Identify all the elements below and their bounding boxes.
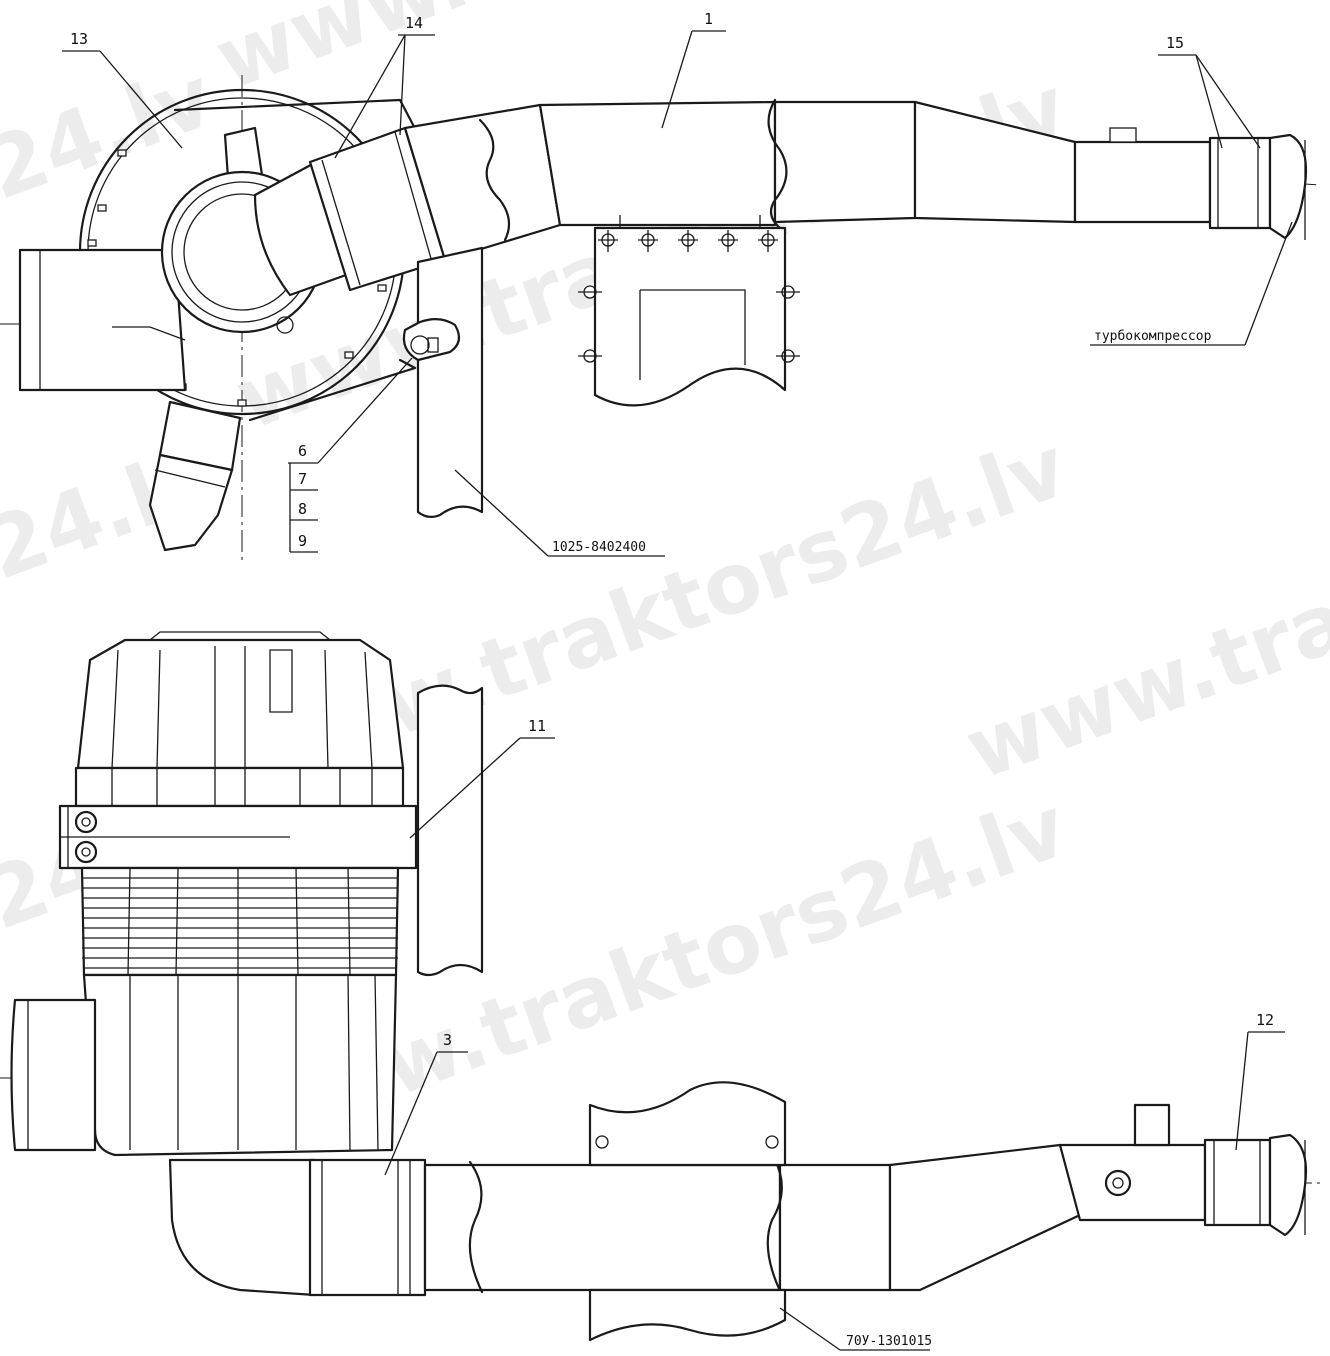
cover-top-cap: [148, 631, 332, 641]
pipe-nipple: [1133, 1103, 1171, 1147]
bolt-icon: [578, 230, 800, 363]
callout-9: 9: [298, 532, 307, 550]
sleeve-clamp-line: [394, 131, 433, 263]
pipe-end: [1073, 140, 1212, 224]
clamp-band: [58, 804, 418, 870]
mounting-bracket-side: [588, 1081, 787, 1342]
pipe-taper: [888, 1143, 1082, 1292]
bracket-plate: [593, 226, 787, 407]
rim-tab: [117, 149, 127, 157]
rim-tab: [237, 399, 247, 407]
part-number-bottom: 70У-1301015: [846, 1334, 932, 1349]
clamp-screw-icon: [74, 840, 98, 864]
callout-6: 6: [298, 442, 307, 460]
callout-8: 8: [298, 500, 307, 518]
cap-nozzle: [223, 126, 264, 180]
dust-valve-ring: [154, 469, 226, 488]
turbo-connection-side: [1203, 1133, 1308, 1237]
nut-icon: [427, 337, 439, 353]
pipe-segment: [773, 100, 917, 224]
callout-15: 15: [1166, 34, 1184, 52]
side-inlet: [10, 998, 97, 1152]
inlet-duct: [18, 248, 187, 392]
outlet-elbow-side: [168, 1158, 317, 1297]
dust-valve-nozzle: [148, 453, 234, 552]
callout-13: 13: [70, 30, 88, 48]
cover-rib-plate: [269, 649, 293, 713]
callout-7: 7: [298, 470, 307, 488]
pipe-segment: [538, 100, 777, 227]
bracket-plate-lower: [588, 1288, 787, 1342]
pipe-nipple: [1109, 127, 1137, 143]
callout-leaders-side: [384, 737, 1285, 1351]
turbo-connection-top: [1208, 133, 1308, 240]
bolt-icon: [765, 1135, 779, 1149]
callout-1: 1: [704, 10, 713, 28]
rubber-sleeve-12: [1203, 1138, 1272, 1227]
clamp-screw-icon: [74, 810, 98, 834]
break-line: [767, 98, 788, 230]
cover-skirt: [74, 766, 405, 808]
air-cleaner-body: [10, 866, 400, 1297]
rim-tab: [97, 204, 107, 212]
callout-11: 11: [528, 717, 546, 735]
top-view: 13 14 1 15 турбокомпрессор 6 7 8 9 1025-…: [0, 10, 1321, 560]
sensor-port-icon: [1104, 1169, 1132, 1197]
watermark-text: www.traktors24.lv: [203, 0, 1059, 109]
sleeve-clamp-line: [321, 159, 361, 286]
rim-tab: [377, 284, 387, 292]
support-post-side: [416, 684, 484, 977]
side-view: 11 3 12 70У-1301015: [0, 631, 1325, 1351]
rubber-sleeve-3: [308, 1158, 427, 1297]
callout-12: 12: [1256, 1011, 1274, 1029]
intake-pipe-side: [423, 1103, 1207, 1297]
air-cleaner-housing-top: [18, 88, 422, 552]
watermark-text: www.tra: [953, 571, 1330, 799]
housing-bracket-edge: [248, 358, 417, 422]
turbo-inlet: [1268, 133, 1308, 240]
rim-tab: [87, 239, 97, 247]
turbocharger-label: турбокомпрессор: [1094, 329, 1212, 344]
post-plate: [416, 684, 484, 977]
bracket-plate-upper: [588, 1081, 787, 1167]
bracket-window: [639, 289, 746, 380]
inlet-guide: [112, 326, 186, 341]
pipe-end: [1058, 1143, 1207, 1222]
pipe-segment: [778, 1163, 892, 1292]
support-post-top: [402, 246, 484, 519]
housing-top-edge: [173, 98, 422, 140]
callout-14: 14: [405, 14, 423, 32]
rim-tab: [344, 351, 354, 359]
air-cleaner-cover: [74, 631, 405, 808]
bolt-bracket: [402, 318, 461, 362]
callout-leaders-top: [62, 30, 1293, 557]
break-line: [478, 118, 511, 242]
callout-3: 3: [443, 1031, 452, 1049]
break-line: [766, 1158, 784, 1297]
break-line: [468, 1160, 484, 1294]
post-plate: [416, 246, 484, 519]
filter-clip: [276, 316, 294, 334]
turbo-inlet: [1268, 1133, 1308, 1237]
coupling-sleeve-side: [308, 1158, 427, 1297]
bolt-icon: [595, 1135, 609, 1149]
pipe-segment: [423, 1163, 782, 1292]
cover-body: [76, 638, 405, 770]
intake-pipe-top: [403, 98, 1212, 262]
mounting-bracket-top: [578, 215, 800, 407]
part-number-top: 1025-8402400: [552, 540, 646, 555]
rubber-sleeve-15: [1208, 136, 1272, 230]
nut-icon: [410, 335, 430, 355]
outlet-elbow: [253, 158, 362, 297]
